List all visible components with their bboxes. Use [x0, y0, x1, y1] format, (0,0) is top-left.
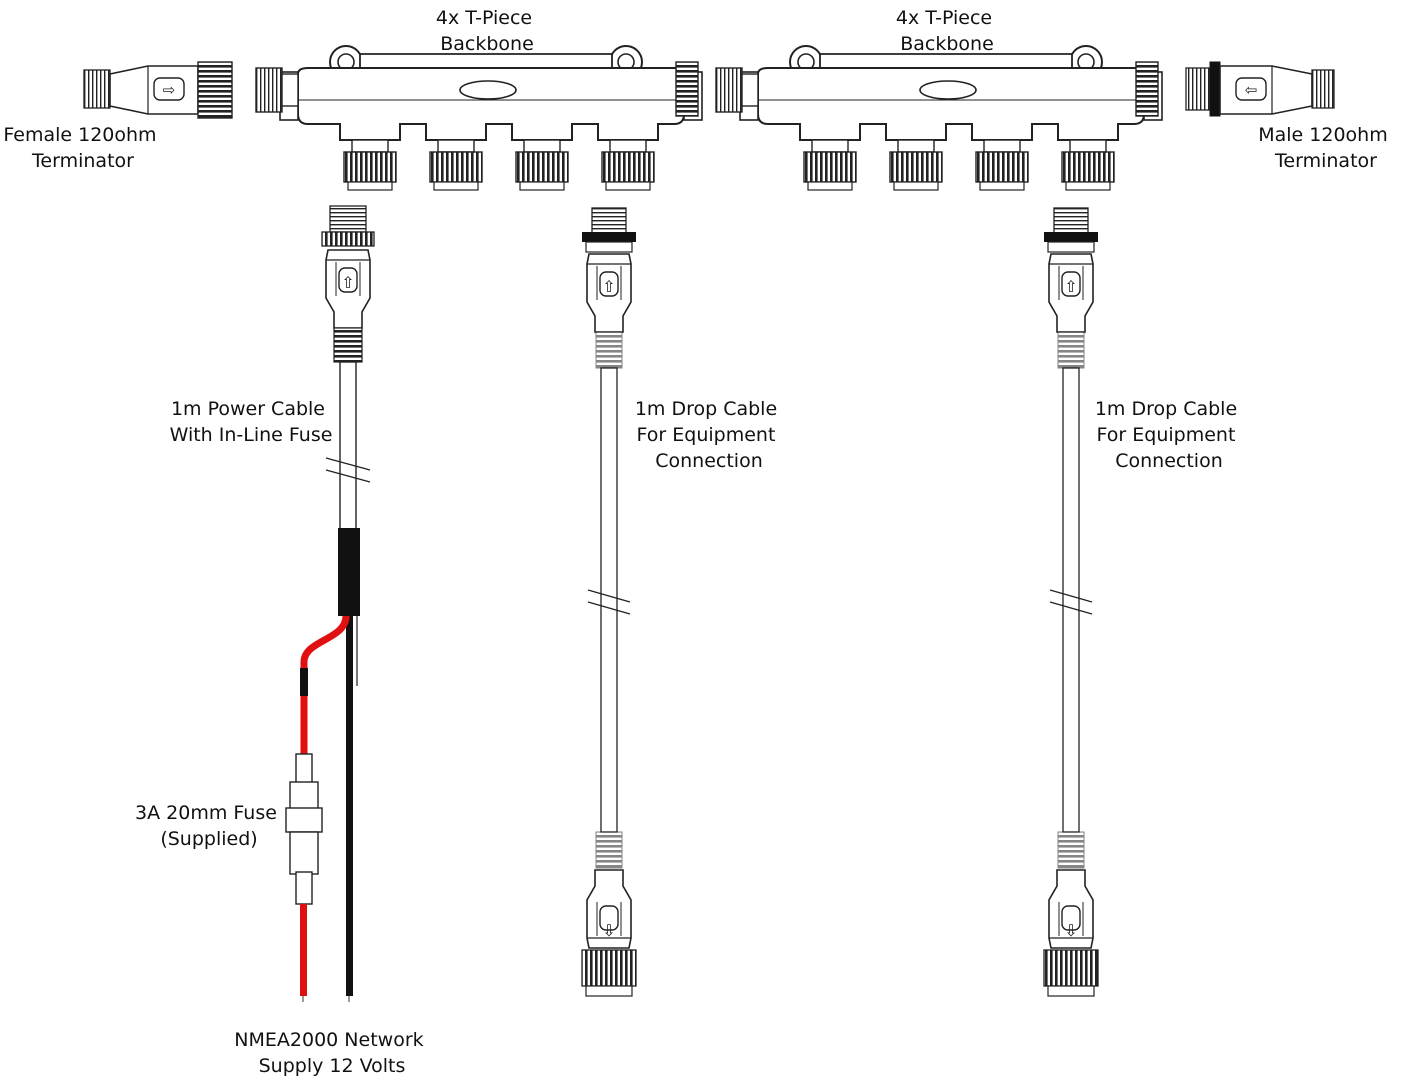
label-supply: NMEA2000 Network Supply 12 Volts	[234, 1029, 429, 1077]
arrow-up-icon: ⇧	[1064, 277, 1077, 296]
label-backbone-right: 4x T-Piece Backbone	[896, 7, 998, 55]
arrow-left-icon: ⇦	[1245, 81, 1258, 99]
backbone-left	[255, 46, 702, 190]
backbone-right	[715, 46, 1162, 190]
arrow-up-icon: ⇧	[602, 277, 615, 296]
arrow-down-icon: ⇩	[602, 921, 615, 940]
label-male-terminator: Male 120ohm Terminator	[1258, 124, 1394, 172]
power-cable: ⇧	[285, 205, 375, 1002]
label-fuse: 3A 20mm Fuse (Supplied)	[135, 802, 283, 850]
drop-cable-2: ⇧ ⇩	[1043, 207, 1099, 997]
arrow-right-icon: ⇨	[163, 81, 176, 99]
arrow-down-icon: ⇩	[1064, 921, 1077, 940]
label-power-cable: 1m Power Cable With In-Line Fuse	[170, 398, 333, 446]
arrow-up-icon: ⇧	[341, 273, 354, 292]
label-backbone-left: 4x T-Piece Backbone	[436, 7, 538, 55]
label-drop-cable-1: 1m Drop Cable For Equipment Connection	[635, 398, 783, 472]
label-female-terminator: Female 120ohm Terminator	[3, 124, 162, 172]
label-drop-cable-2: 1m Drop Cable For Equipment Connection	[1095, 398, 1243, 472]
drop-cable-1: ⇧ ⇩	[581, 207, 637, 997]
male-terminator: ⇦	[1185, 61, 1335, 117]
female-terminator: ⇨	[83, 61, 233, 119]
